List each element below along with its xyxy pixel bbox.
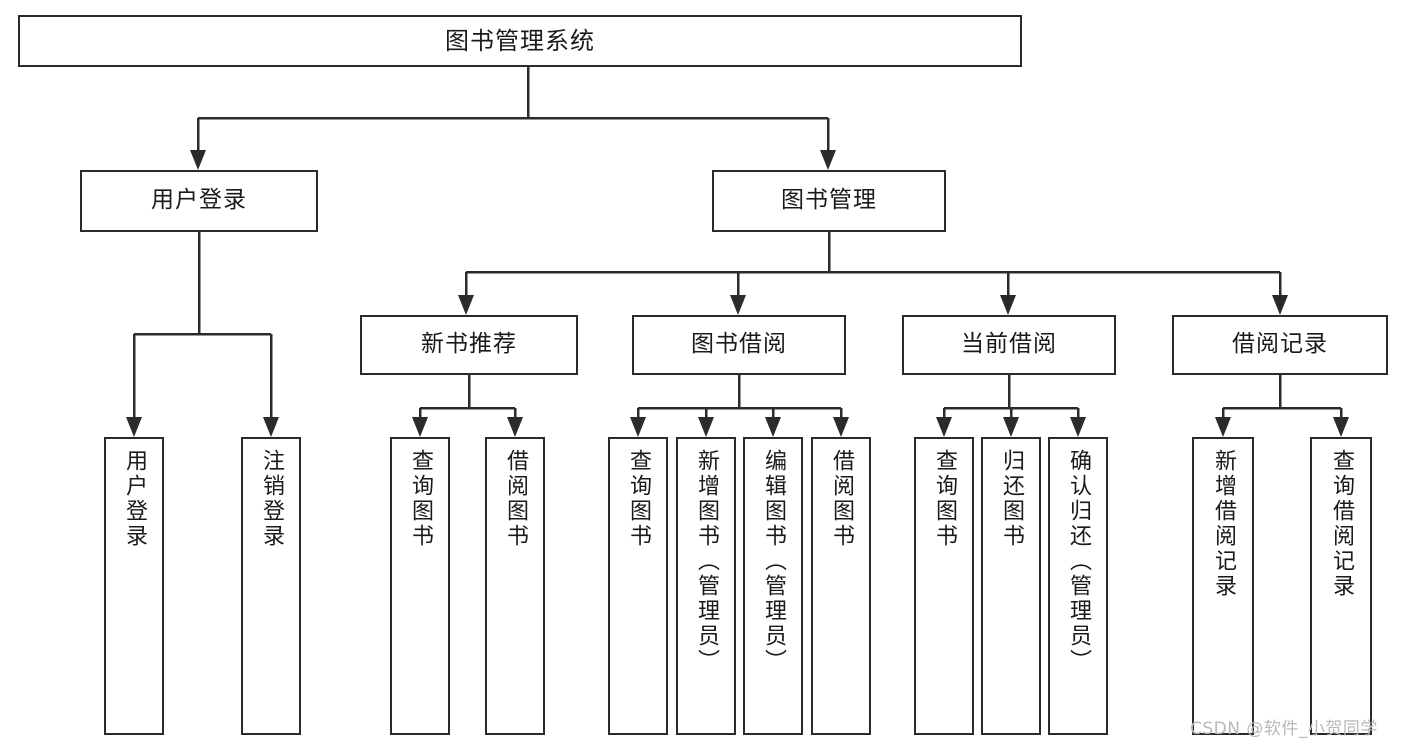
leaf-edit-book-admin-label: 编辑图书（管理员） [761,449,786,674]
leaf-query-book-recommend-label: 查询图书 [408,449,433,549]
node-user-login-label: 用户登录 [151,187,247,214]
leaf-add-borrow-record[interactable]: 新增借阅记录 [1192,437,1254,735]
node-root[interactable]: 图书管理系统 [18,15,1022,67]
leaf-borrow-book-recommend-label: 借阅图书 [503,449,528,549]
leaf-query-book-recommend[interactable]: 查询图书 [390,437,450,735]
node-new-book-recommend-label: 新书推荐 [421,331,517,358]
leaf-logout-login-label: 注销登录 [259,449,284,549]
leaf-borrow-book-recommend[interactable]: 借阅图书 [485,437,545,735]
node-book-borrow-label: 图书借阅 [691,331,787,358]
leaf-add-borrow-record-label: 新增借阅记录 [1211,449,1236,599]
node-book-management-label: 图书管理 [781,187,877,214]
node-new-book-recommend[interactable]: 新书推荐 [360,315,578,375]
leaf-confirm-return-admin[interactable]: 确认归还（管理员） [1048,437,1108,735]
leaf-return-book-label: 归还图书 [999,449,1024,549]
leaf-logout-login[interactable]: 注销登录 [241,437,301,735]
node-book-borrow[interactable]: 图书借阅 [632,315,846,375]
node-borrow-record-label: 借阅记录 [1232,331,1328,358]
node-book-management[interactable]: 图书管理 [712,170,946,232]
leaf-query-book-current[interactable]: 查询图书 [914,437,974,735]
leaf-borrow-book-label: 借阅图书 [829,449,854,549]
leaf-user-login[interactable]: 用户登录 [104,437,164,735]
node-current-borrow[interactable]: 当前借阅 [902,315,1116,375]
node-current-borrow-label: 当前借阅 [961,331,1057,358]
node-borrow-record[interactable]: 借阅记录 [1172,315,1388,375]
leaf-return-book[interactable]: 归还图书 [981,437,1041,735]
leaf-borrow-book[interactable]: 借阅图书 [811,437,871,735]
leaf-add-book-admin[interactable]: 新增图书（管理员） [676,437,736,735]
leaf-user-login-label: 用户登录 [122,449,147,549]
leaf-add-book-admin-label: 新增图书（管理员） [694,449,719,674]
node-user-login[interactable]: 用户登录 [80,170,318,232]
node-root-label: 图书管理系统 [445,26,595,55]
leaf-query-book-borrow[interactable]: 查询图书 [608,437,668,735]
leaf-confirm-return-admin-label: 确认归还（管理员） [1066,449,1091,674]
leaf-query-borrow-record[interactable]: 查询借阅记录 [1310,437,1372,735]
watermark: CSDN @软件_小贺同学 [1190,719,1378,739]
leaf-query-borrow-record-label: 查询借阅记录 [1329,449,1354,599]
leaf-edit-book-admin[interactable]: 编辑图书（管理员） [743,437,803,735]
leaf-query-book-current-label: 查询图书 [932,449,957,549]
leaf-query-book-borrow-label: 查询图书 [626,449,651,549]
